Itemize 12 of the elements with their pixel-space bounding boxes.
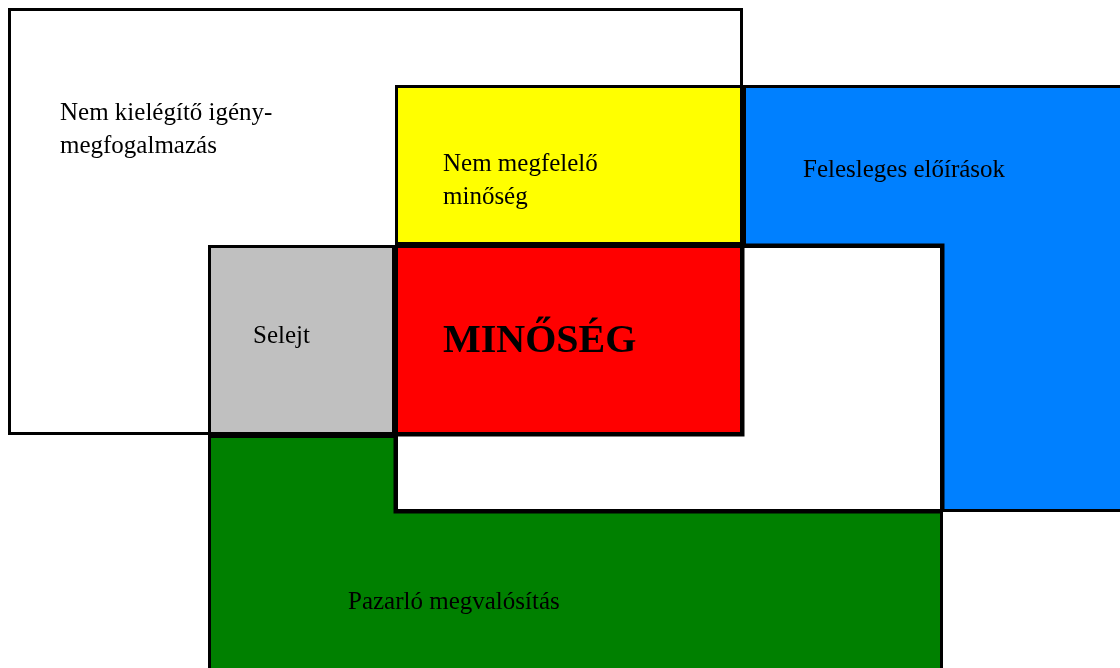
region-label: Pazarló megvalósítás xyxy=(348,586,560,616)
problem-region xyxy=(208,245,395,435)
region-label: Nem kielégítő igény-megfogalmazás xyxy=(60,97,274,160)
region-label: Nem megfelelő minőség xyxy=(443,148,599,211)
empty-region xyxy=(395,245,943,512)
region-label: Felesleges előírások xyxy=(803,154,1006,184)
problem-region xyxy=(208,435,943,668)
title-label: MINŐSÉG xyxy=(443,315,637,363)
center-region xyxy=(395,245,743,435)
problem-region xyxy=(395,85,743,245)
problem-region xyxy=(743,85,1120,512)
region-label: Selejt xyxy=(253,320,310,350)
